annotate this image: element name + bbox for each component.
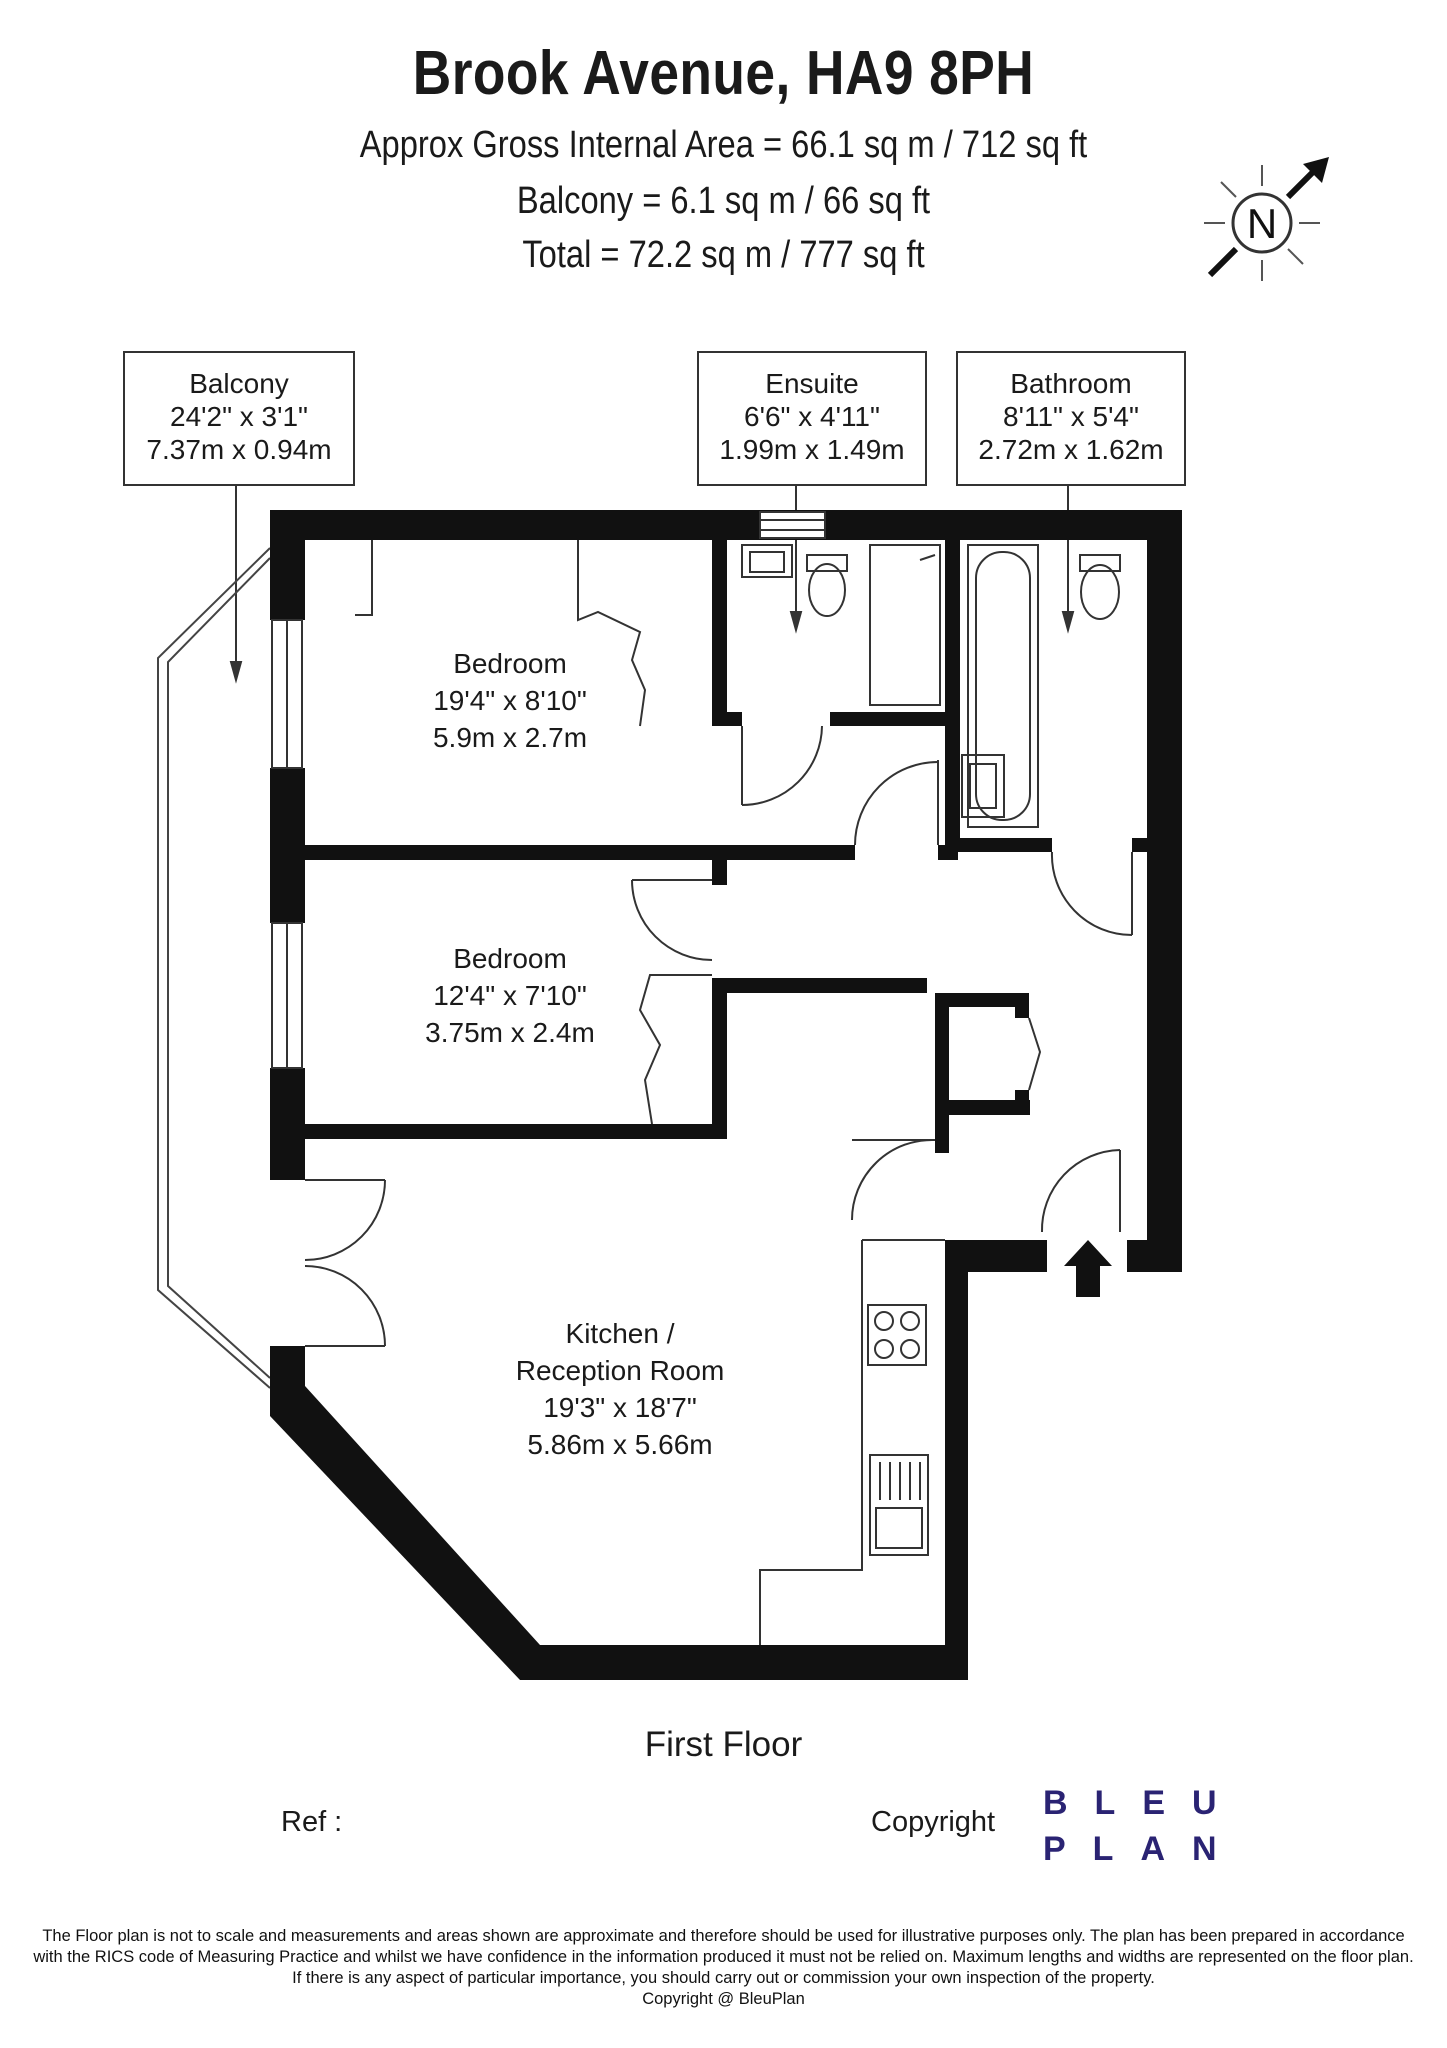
plan-title: Brook Avenue, HA9 8PH xyxy=(412,39,1035,108)
copyright-label: Copyright xyxy=(871,1806,996,1838)
compass-n-label: N xyxy=(1247,200,1277,247)
north-compass-icon: N xyxy=(1204,157,1329,281)
balcony-outline xyxy=(157,547,271,1389)
ref-label: Ref : xyxy=(281,1806,343,1838)
entrance-arrow-icon xyxy=(1064,1240,1112,1297)
kitchen-reception-label: Kitchen / Reception Room 19'3" x 18'7" 5… xyxy=(515,1318,725,1460)
fixtures xyxy=(741,544,1121,1645)
doors xyxy=(304,540,1133,1347)
bathroom-callout: Bathroom 8'11" x 5'4" 2.72m x 1.62m xyxy=(956,351,1186,486)
bleuplan-logo: BLEU PLAN xyxy=(1043,1784,1244,1868)
disclaimer: The Floor plan is not to scale and measu… xyxy=(33,1927,1414,2008)
balcony-area-text: Balcony = 6.1 sq m / 66 sq ft xyxy=(516,180,931,222)
bedroom-2-label: Bedroom 12'4" x 7'10" 3.75m x 2.4m xyxy=(425,943,595,1048)
walls xyxy=(270,510,1182,1680)
total-area-text: Total = 72.2 sq m / 777 sq ft xyxy=(522,234,925,276)
bedroom-1-label: Bedroom 19'4" x 8'10" 5.9m x 2.7m xyxy=(432,648,588,753)
windows xyxy=(271,619,303,1069)
ensuite-callout: Ensuite 6'6" x 4'11" 1.99m x 1.49m xyxy=(697,351,927,486)
floor-name: First Floor xyxy=(644,1725,803,1764)
gross-area-text: Approx Gross Internal Area = 66.1 sq m /… xyxy=(359,124,1088,166)
balcony-callout: Balcony 24'2" x 3'1" 7.37m x 0.94m xyxy=(123,351,355,486)
